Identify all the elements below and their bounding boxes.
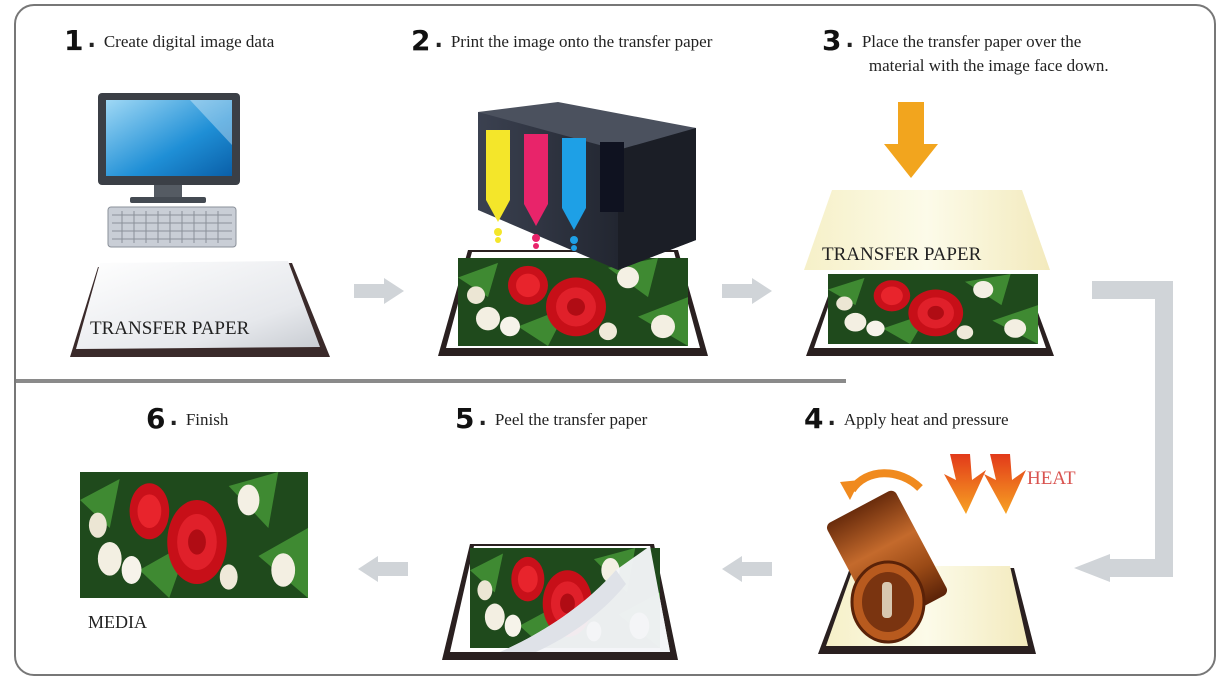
step-3-text-line1: Place the transfer paper over the — [861, 32, 1082, 51]
step-1-title: 1 . Create digital image data — [64, 24, 275, 57]
step-3-title: 3 . Place the transfer paper over the ma… — [822, 24, 1109, 78]
peeled-transfer-paper — [500, 546, 670, 652]
printer-icon — [478, 102, 696, 270]
flow-arrow-left-1 — [722, 556, 772, 582]
step-1-number: 1 — [64, 24, 84, 57]
row-divider — [16, 379, 846, 383]
step-3-text: Place the transfer paper over the materi… — [862, 28, 1109, 78]
step-6-number: 6 — [146, 402, 166, 435]
step-5-illustration — [442, 544, 678, 660]
step-4-text: Apply heat and pressure — [843, 410, 1009, 429]
step-3-number: 3 — [822, 24, 842, 57]
step-5-number: 5 — [455, 402, 475, 435]
finished-media-image — [80, 472, 308, 598]
heat-arrows-icon — [944, 454, 1026, 514]
step-5-title: 5 . Peel the transfer paper — [455, 402, 648, 435]
transfer-paper-label-3: TRANSFER PAPER — [822, 244, 982, 265]
printed-media-sheet — [806, 274, 1054, 356]
step-1-text: Create digital image data — [103, 32, 275, 51]
step-2-number: 2 — [411, 24, 431, 57]
step-6-text: Finish — [185, 410, 229, 429]
step-5-dot: . — [478, 406, 487, 431]
step-2-title: 2 . Print the image onto the transfer pa… — [411, 24, 713, 57]
flow-arrow-right-1 — [354, 278, 404, 304]
step-4-number: 4 — [804, 402, 824, 435]
step-2-illustration — [438, 102, 708, 356]
step-4-dot: . — [827, 406, 836, 431]
step-3-illustration — [804, 102, 1054, 356]
step-3-text-line2: material with the image face down. — [868, 56, 1109, 75]
step-2-dot: . — [434, 28, 443, 53]
flow-arrow-right-2 — [722, 278, 772, 304]
flow-arrow-down-connector — [1074, 281, 1173, 582]
heat-label: HEAT — [1027, 468, 1076, 489]
media-label: MEDIA — [88, 612, 147, 632]
transfer-paper-sheet — [70, 261, 330, 357]
step-1-dot: . — [87, 28, 96, 53]
heat-roller-icon — [826, 490, 948, 644]
step-6-title: 6 . Finish — [146, 402, 229, 435]
transfer-paper-sheet — [804, 190, 1050, 270]
transfer-paper-label-1: TRANSFER PAPER — [90, 318, 250, 339]
step-6-dot: . — [169, 406, 178, 431]
step-5-text: Peel the transfer paper — [494, 410, 648, 429]
down-arrow-icon — [884, 102, 938, 178]
diagram-frame — [14, 4, 1216, 676]
step-4-title: 4 . Apply heat and pressure — [804, 402, 1009, 435]
keyboard-icon — [107, 206, 237, 248]
step-4-illustration — [818, 454, 1036, 654]
step-3-dot: . — [845, 28, 854, 53]
printed-media-sheet — [438, 250, 708, 356]
flow-arrow-left-2 — [358, 556, 408, 582]
step-1-illustration — [70, 93, 330, 357]
computer-monitor-icon — [98, 93, 240, 203]
step-2-text: Print the image onto the transfer paper — [450, 32, 713, 51]
rotation-arrow-icon — [840, 469, 923, 500]
